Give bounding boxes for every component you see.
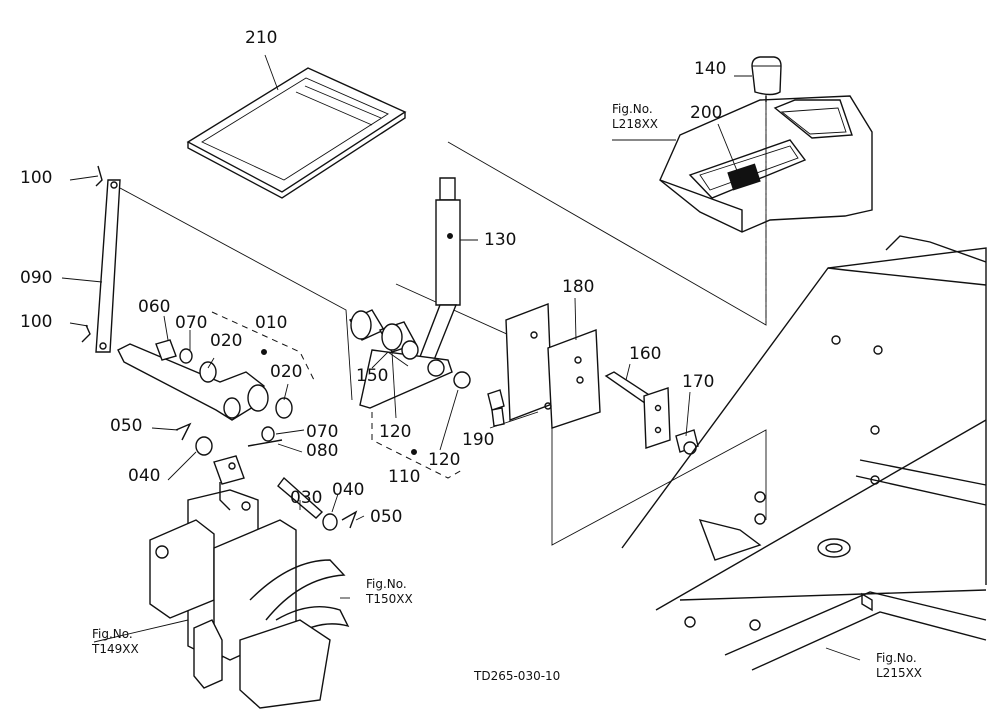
part-label-040-left: 040 — [128, 466, 161, 486]
part-label-140: 140 — [694, 59, 727, 79]
part-label-170: 170 — [682, 372, 715, 392]
part-label-150: 150 — [356, 366, 389, 386]
control-valve-drawing — [149, 455, 350, 709]
fig-ref-l215xx: Fig.No. L215XX — [876, 651, 922, 681]
part-190-bolt-drawing — [487, 389, 505, 427]
part-label-040-right: 040 — [332, 480, 365, 500]
part-label-060: 060 — [138, 297, 171, 317]
part-130-lever-drawing — [359, 177, 461, 409]
part-090-link-rod-drawing — [81, 165, 121, 353]
part-label-130: 130 — [484, 230, 517, 250]
part-180-bracket-drawing — [505, 302, 601, 429]
floor-frame-drawing — [621, 235, 987, 671]
drawing-code: TD265-030-10 — [474, 669, 561, 683]
part-label-030: 030 — [290, 488, 323, 508]
part-label-120-right: 120 — [428, 450, 461, 470]
fig-ref-t149xx-line2: T149XX — [92, 642, 139, 656]
fig-ref-l218xx-line1: Fig.No. — [612, 102, 653, 116]
fig-ref-l215xx-line1: Fig.No. — [876, 651, 917, 665]
part-150-bushings-drawing — [348, 309, 471, 389]
part-label-190: 190 — [462, 430, 495, 450]
part-label-050-right: 050 — [370, 507, 403, 527]
part-label-100-upper: 100 — [20, 168, 53, 188]
part-label-010: 010 — [255, 313, 288, 333]
part-label-200: 200 — [690, 103, 723, 123]
part-030-pin-drawing — [277, 476, 324, 519]
fig-ref-l218xx: Fig.No. L218XX — [612, 102, 658, 132]
part-label-020-lower: 020 — [270, 362, 303, 382]
fig-ref-t150xx: Fig.No. T150XX — [366, 577, 413, 607]
part-label-100-lower: 100 — [20, 312, 53, 332]
fig-ref-l218xx-line2: L218XX — [612, 117, 659, 131]
part-label-070-lower: 070 — [306, 422, 339, 442]
part-label-120-left: 120 — [379, 422, 412, 442]
part-160-shaft-drawing — [604, 371, 671, 449]
part-140-knob-drawing — [751, 56, 782, 102]
fig-ref-t149xx: Fig.No. T149XX — [92, 627, 139, 657]
part-label-050-left: 050 — [110, 416, 143, 436]
part-label-020-upper: 020 — [210, 331, 243, 351]
part-label-080: 080 — [306, 441, 339, 461]
part-small-fasteners-drawing — [175, 422, 358, 531]
fig-ref-l215xx-line2: L215XX — [876, 666, 923, 680]
part-010-bracket-drawing — [117, 311, 315, 421]
part-label-180: 180 — [562, 277, 595, 297]
part-label-110: 110 — [388, 467, 421, 487]
fig-ref-t150xx-line2: T150XX — [366, 592, 413, 606]
part-210-manual-drawing — [186, 67, 407, 199]
part-170-bolt-drawing — [675, 429, 699, 455]
part-label-090: 090 — [20, 268, 53, 288]
part-label-160: 160 — [629, 344, 662, 364]
part-label-070-upper: 070 — [175, 313, 208, 333]
leader-lines — [61, 54, 861, 661]
part-label-210: 210 — [245, 28, 278, 48]
fig-ref-t149xx-line1: Fig.No. — [92, 627, 133, 641]
fig-ref-t150xx-line1: Fig.No. — [366, 577, 407, 591]
